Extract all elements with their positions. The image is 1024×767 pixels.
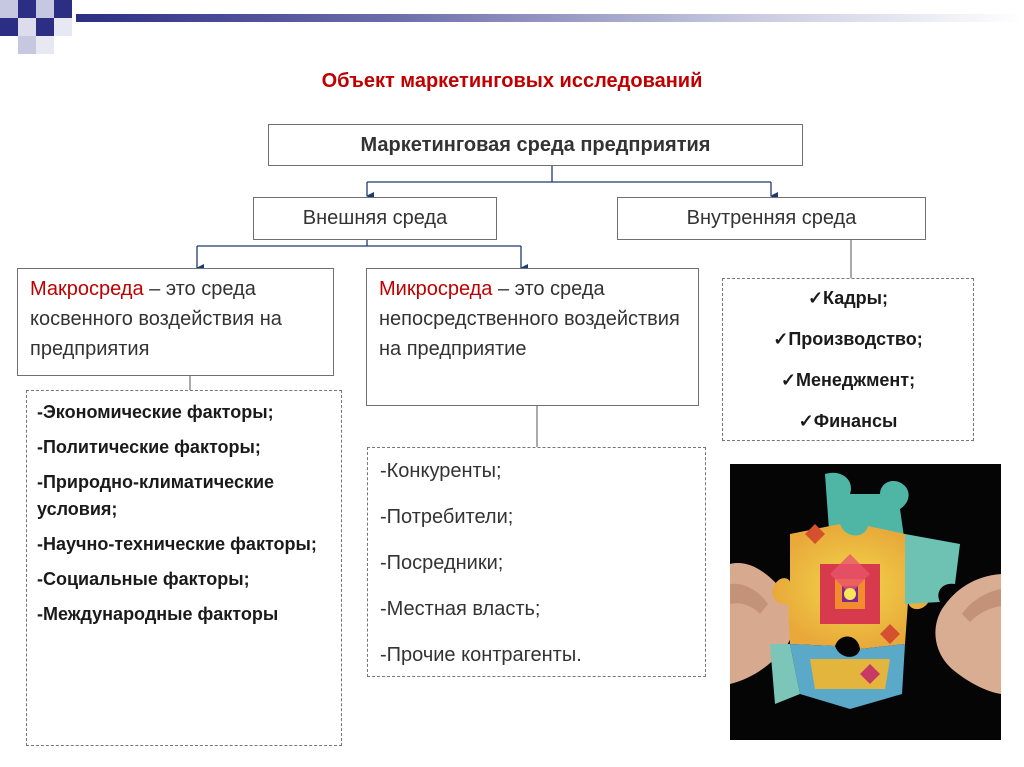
- list-item: -Природно-климатические условия;: [37, 472, 275, 519]
- page-title: Объект маркетинговых исследований: [321, 70, 703, 92]
- micro-factors-list: -Конкуренты; -Потребители; -Посредники; …: [380, 458, 693, 669]
- list-item: ✓Кадры;: [807, 288, 889, 308]
- macro-definition: – это среда косвенного воздействия на пр…: [30, 278, 282, 360]
- micro-term: Микросреда: [379, 278, 493, 300]
- external-environment-box: Внешняя среда: [253, 197, 497, 240]
- list-item: -Местная власть;: [380, 598, 541, 620]
- micro-factors-box: -Конкуренты; -Потребители; -Посредники; …: [367, 447, 706, 677]
- list-item: -Прочие контрагенты.: [380, 644, 582, 666]
- puzzle-icon: [730, 464, 1001, 740]
- list-item: -Экономические факторы;: [37, 402, 274, 422]
- list-item: -Конкуренты;: [380, 460, 502, 482]
- list-item: -Научно-технические факторы;: [37, 534, 317, 554]
- micro-environment-box: Микросреда – это среда непосредственного…: [366, 268, 699, 406]
- macro-term: Макросреда: [30, 278, 144, 300]
- header-gradient-bar: [76, 14, 1024, 22]
- list-item: -Потребители;: [380, 506, 514, 528]
- macro-factors-list: -Экономические факторы; -Политические фа…: [37, 399, 331, 628]
- list-item: ✓Производство;: [773, 329, 923, 349]
- marketing-environment-box: Маркетинговая среда предприятия: [268, 124, 803, 166]
- puzzle-pieces-photo: [730, 464, 1001, 740]
- internal-factors-list: ✓Кадры; ✓Производство; ✓Менеджмент; ✓Фин…: [729, 285, 967, 435]
- list-item: ✓Менеджмент;: [780, 370, 916, 390]
- list-item: -Политические факторы;: [37, 437, 261, 457]
- list-item: ✓Финансы: [798, 411, 898, 431]
- internal-factors-box: ✓Кадры; ✓Производство; ✓Менеджмент; ✓Фин…: [722, 278, 974, 441]
- list-item: -Посредники;: [380, 552, 504, 574]
- macro-environment-box: Макросреда – это среда косвенного воздей…: [17, 268, 334, 376]
- list-item: -Социальные факторы;: [37, 569, 250, 589]
- macro-factors-box: -Экономические факторы; -Политические фа…: [26, 390, 342, 746]
- micro-definition: – это среда непосредственного воздействи…: [379, 278, 680, 360]
- list-item: -Международные факторы: [37, 604, 279, 624]
- decorative-squares: [0, 0, 72, 54]
- internal-environment-box: Внутренняя среда: [617, 197, 926, 240]
